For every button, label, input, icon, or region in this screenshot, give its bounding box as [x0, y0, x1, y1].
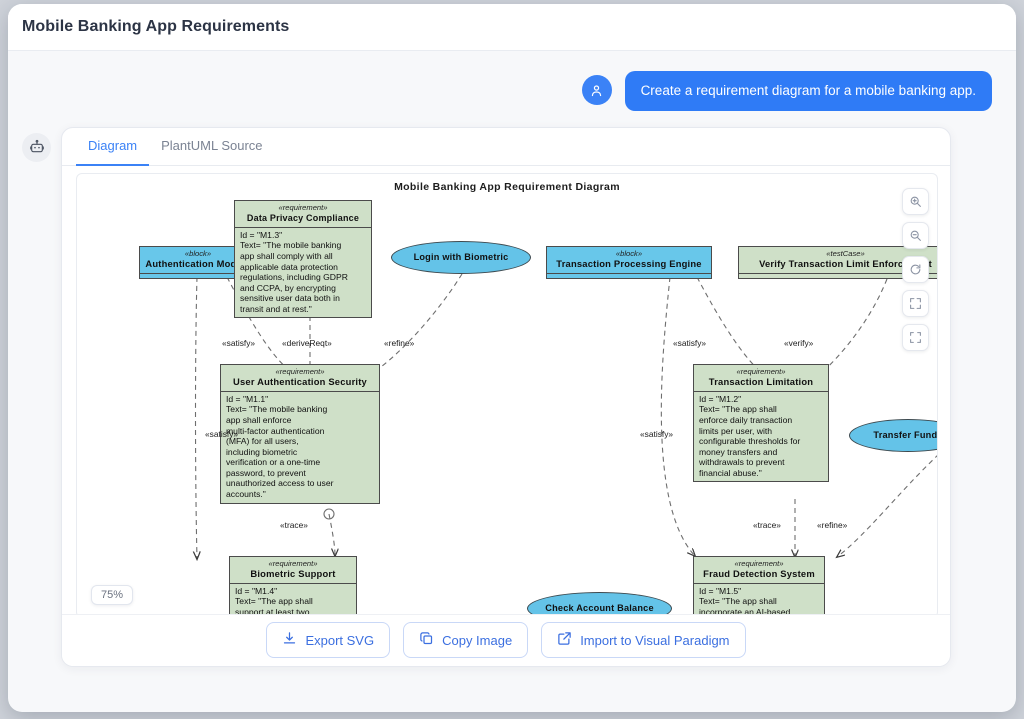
- edge-label-trace-1: «trace»: [280, 519, 308, 530]
- zoom-in-icon[interactable]: [902, 187, 929, 215]
- diagram-title: Mobile Banking App Requirement Diagram: [394, 180, 620, 193]
- zoom-out-icon[interactable]: [902, 221, 929, 249]
- robot-icon: [22, 132, 51, 162]
- diagram-toolbar: [902, 187, 929, 351]
- edge-label-refine-2: «refine»: [817, 519, 848, 530]
- download-icon: [282, 631, 297, 649]
- node-body: Id = "M1.5"Text= "The app shall incorpor…: [694, 582, 824, 617]
- reset-icon[interactable]: [902, 255, 929, 283]
- node-transaction-limitation[interactable]: «requirement» Transaction Limitation Id …: [693, 363, 829, 483]
- node-body: Id = "M1.1"Text= "The mobile banking app…: [221, 390, 379, 503]
- node-transfer-funds[interactable]: Transfer Funds: [849, 418, 937, 452]
- zoom-level-badge: 75%: [91, 584, 134, 605]
- node-data-privacy-compliance[interactable]: «requirement» Data Privacy Compliance Id…: [234, 199, 372, 319]
- import-to-visual-paradigm-button[interactable]: Import to Visual Paradigm: [541, 622, 746, 659]
- copy-icon: [419, 631, 434, 649]
- user-icon: [581, 75, 612, 105]
- node-body: Id = "M1.2"Text= "The app shall enforce …: [694, 390, 828, 482]
- external-link-icon: [557, 631, 572, 649]
- app-window: Mobile Banking App Requirements Create a…: [8, 4, 1016, 712]
- export-svg-button[interactable]: Export SVG: [266, 622, 391, 659]
- diagram-panel: Diagram PlantUML Source Mobile Banking A…: [61, 126, 951, 667]
- edge-label-satisfy-2: «satisfy»: [673, 337, 707, 348]
- node-check-account-balance[interactable]: Check Account Balance: [527, 591, 672, 617]
- user-message-bubble: Create a requirement diagram for a mobil…: [624, 71, 992, 111]
- tab-plantuml-source[interactable]: PlantUML Source: [161, 137, 263, 153]
- panel-actions: Export SVG Copy Image: [62, 613, 950, 666]
- node-user-authentication-security[interactable]: «requirement» User Authentication Securi…: [220, 363, 380, 504]
- edge-label-verify: «verify»: [784, 337, 814, 348]
- node-biometric-support[interactable]: «requirement» Biometric Support Id = "M1…: [229, 555, 357, 617]
- page-title: Mobile Banking App Requirements: [22, 18, 290, 35]
- node-body: Id = "M1.3"Text= "The mobile banking app…: [235, 226, 371, 318]
- fit-screen-icon[interactable]: [902, 289, 929, 317]
- diagram-canvas[interactable]: Mobile Banking App Requirement Diagram: [76, 172, 938, 618]
- edge-label-derivereqt: «deriveReqt»: [282, 337, 332, 348]
- chat-message-row: Create a requirement diagram for a mobil…: [8, 51, 1016, 111]
- edge-label-satisfy-1: «satisfy»: [222, 337, 256, 348]
- node-body: Id = "M1.4"Text= "The app shall support …: [230, 582, 356, 617]
- app-header: Mobile Banking App Requirements: [8, 4, 1016, 51]
- node-transaction-processing-engine[interactable]: «block» Transaction Processing Engine: [546, 245, 712, 279]
- edge-label-refine-1: «refine»: [384, 337, 415, 348]
- edge-label-trace-2: «trace»: [753, 519, 781, 530]
- panel-tabs: Diagram PlantUML Source: [62, 128, 950, 166]
- node-fraud-detection-system[interactable]: «requirement» Fraud Detection System Id …: [693, 555, 825, 617]
- tab-diagram[interactable]: Diagram: [76, 128, 150, 166]
- edge-label-satisfy-4: «satisfy»: [640, 428, 674, 439]
- assistant-panel-row: Diagram PlantUML Source Mobile Banking A…: [8, 111, 1016, 667]
- edge-label-satisfy-3: «satisfy»: [205, 428, 239, 439]
- fullscreen-icon[interactable]: [902, 323, 929, 351]
- node-login-with-biometric[interactable]: Login with Biometric: [391, 240, 531, 274]
- copy-image-button[interactable]: Copy Image: [403, 622, 529, 659]
